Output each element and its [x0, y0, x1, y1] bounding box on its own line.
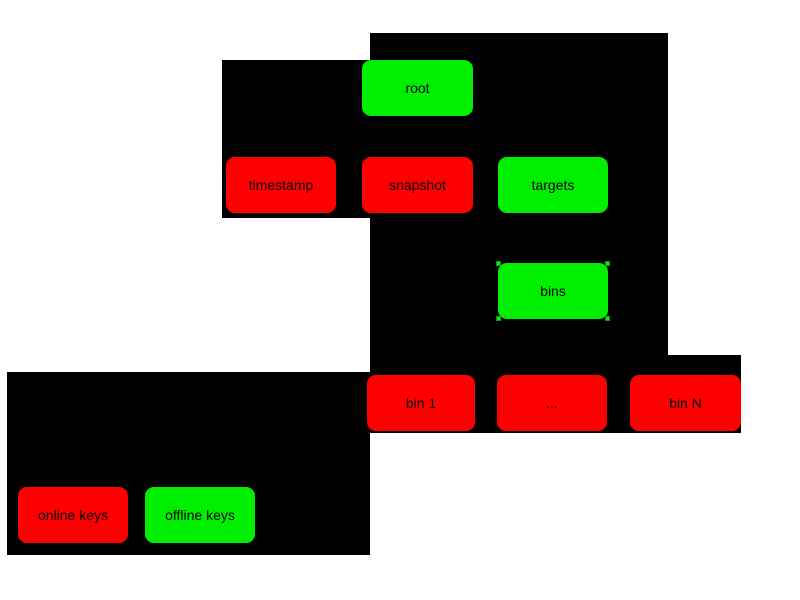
group-region-bin-n-cluster [630, 355, 741, 373]
node-targets[interactable]: targets [498, 157, 608, 213]
node-label-root: root [405, 80, 430, 96]
node-offline-keys[interactable]: offline keys [145, 487, 255, 543]
node-timestamp[interactable]: timestamp [226, 157, 336, 213]
group-region-top-cluster [370, 33, 668, 60]
node-label-targets: targets [531, 177, 575, 193]
node-bin-n[interactable]: bin N [630, 375, 741, 431]
node-online-keys[interactable]: online keys [18, 487, 128, 543]
selection-handle-bins-1[interactable] [605, 261, 610, 266]
node-label-bins: bins [540, 283, 566, 299]
node-root[interactable]: root [362, 60, 473, 116]
node-label-online-keys: online keys [37, 507, 109, 523]
selection-handle-bins-2[interactable] [496, 316, 501, 321]
node-bins[interactable]: bins [498, 263, 608, 319]
node-label-timestamp: timestamp [248, 177, 314, 193]
node-snapshot[interactable]: snapshot [362, 157, 473, 213]
node-label-bin-1: bin 1 [405, 395, 437, 411]
selection-handle-bins-3[interactable] [605, 316, 610, 321]
node-label-bin-ellipsis: ... [546, 395, 558, 411]
node-label-offline-keys: offline keys [165, 507, 235, 523]
node-bin-ellipsis[interactable]: ... [497, 375, 607, 431]
node-bin-1[interactable]: bin 1 [367, 375, 475, 431]
node-label-snapshot: snapshot [389, 177, 446, 193]
selection-handle-bins-0[interactable] [496, 261, 501, 266]
node-label-bin-n: bin N [669, 395, 702, 411]
